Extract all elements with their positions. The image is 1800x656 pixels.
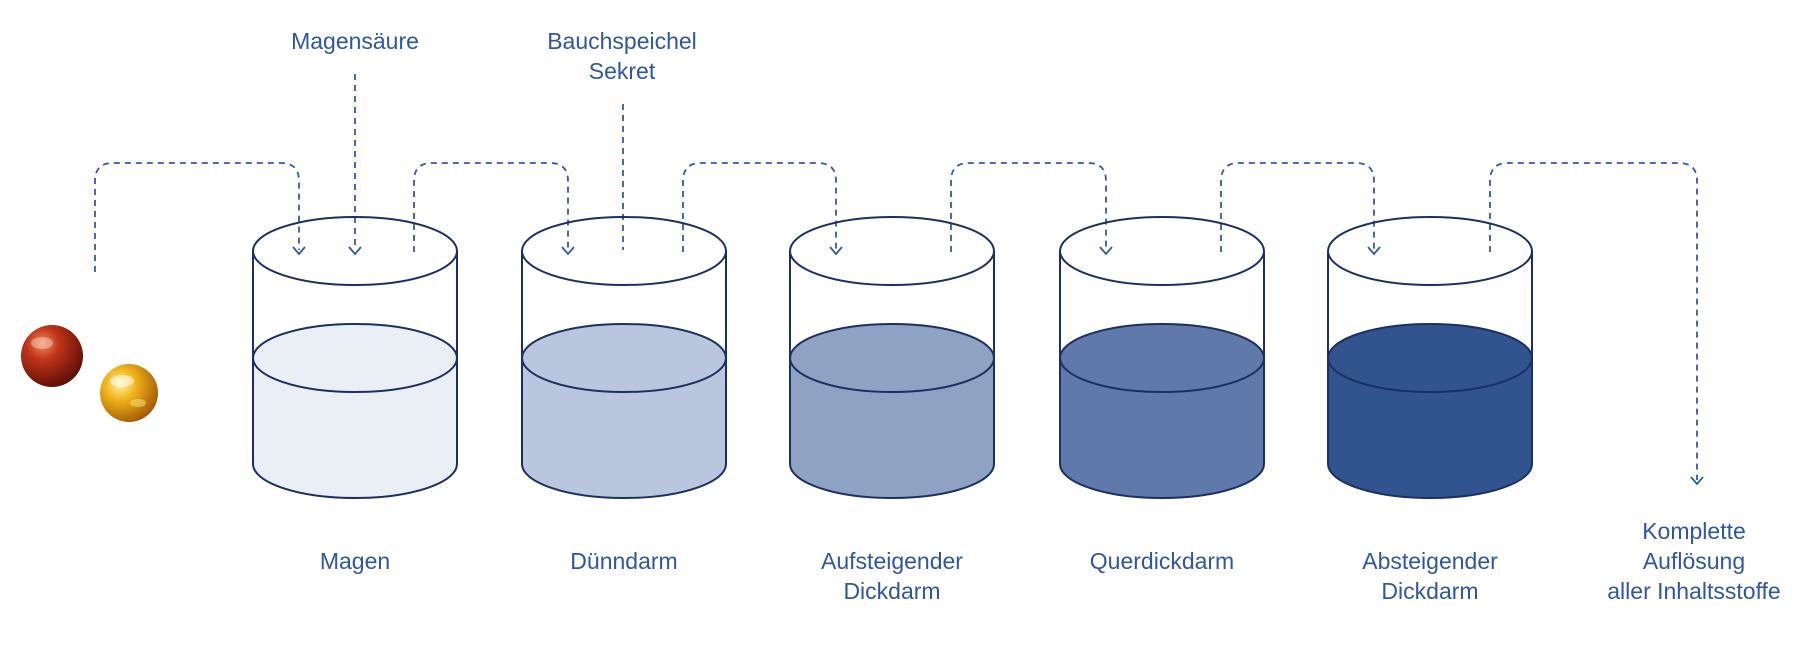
vessel-liquid-surface (521, 323, 727, 393)
vessel-rim (1059, 216, 1265, 286)
vessel-rim (789, 216, 995, 286)
connector-exit-arrowhead (1690, 476, 1704, 486)
vessel-liquid-surface (1059, 323, 1265, 393)
vessel-liquid (1328, 358, 1532, 498)
result-label: Komplette Auflösung aller Inhaltsstoffe (1607, 518, 1781, 604)
input-label-bauchspeichel: Bauchspeichel Sekret (547, 28, 697, 84)
connector-entry-arrowhead (292, 246, 306, 256)
vessel-absteigender-dickdarm (1327, 216, 1533, 499)
vessel-outline (1327, 251, 1533, 499)
vessel-outline (1059, 251, 1265, 499)
flow-connectors (94, 74, 1704, 486)
connector-entry (94, 162, 300, 272)
vessel-label-magen: Magen (319, 548, 391, 574)
supplements (21, 325, 158, 422)
vessel-outline (521, 251, 727, 499)
vessel-querdickdarm (1059, 216, 1265, 499)
vessel-aufsteigender-dickdarm (789, 216, 995, 499)
vessel-rim (252, 216, 458, 286)
vessel-liquid-surface (789, 323, 995, 393)
connector-4-arrowhead (1367, 246, 1381, 256)
connector-exit (1489, 162, 1698, 480)
vessel-liquid (522, 358, 726, 498)
vessel-label-aufsteigender-dickdarm: Aufsteigender Dickdarm (821, 548, 963, 604)
connector-3 (950, 162, 1107, 252)
connector-2-arrowhead (829, 246, 843, 256)
vessel-rim (521, 216, 727, 286)
connector-3-arrowhead (1099, 246, 1113, 256)
vessel-magen (252, 216, 458, 499)
vessel-liquid (1060, 358, 1264, 498)
vessel-liquid-surface (252, 323, 458, 393)
vessel-label-duenndarm: Dünndarm (570, 548, 678, 574)
connector-1-arrowhead (561, 246, 575, 256)
input-label-magensaeure: Magensäure (291, 28, 419, 54)
vessel-outline (252, 251, 458, 499)
vessel-outline (789, 251, 995, 499)
vessel-liquid (253, 358, 457, 498)
vessel-rim (1327, 216, 1533, 286)
connector-4 (1220, 162, 1375, 252)
vessel-label-absteigender-dickdarm: Absteigender Dickdarm (1362, 548, 1498, 604)
connector-2 (682, 162, 837, 252)
vessel-label-querdickdarm: Querdickdarm (1089, 548, 1235, 574)
vessel-liquid (790, 358, 994, 498)
input-arrow-magensaeure-arrowhead (348, 246, 362, 256)
tablet-red-sphere-icon (21, 325, 83, 387)
capsule-amber-sphere-icon (100, 364, 158, 422)
vessel-duenndarm (521, 216, 727, 499)
vessel-liquid-surface (1327, 323, 1533, 393)
connector-1 (413, 162, 569, 252)
vessels-layer (252, 216, 1533, 499)
